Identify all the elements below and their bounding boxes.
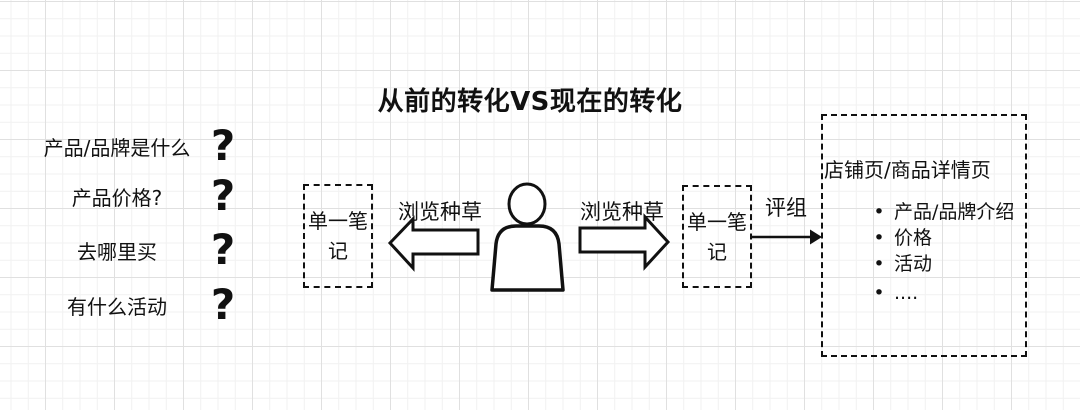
question-text: 产品价格? [71, 185, 163, 210]
question-mark-icon: ? [210, 171, 236, 220]
list-item-text: 活动 [894, 253, 933, 275]
list-item-text: 价格 [894, 227, 933, 249]
list-item: • 价格 [871, 225, 1014, 251]
question-mark-icon: ? [210, 225, 236, 274]
detail-box: 店铺页/商品详情页 • 产品/品牌介绍 • 价格 • 活动 • .... [821, 114, 1027, 357]
question-row: 去哪里买 ? [30, 226, 242, 274]
question-text: 有什么活动 [67, 294, 167, 319]
right-arrow-label: 浏览种草 [580, 200, 664, 224]
question-text: 产品/品牌是什么 [43, 135, 191, 160]
note-box-left: 单一笔记 [303, 184, 373, 288]
list-item-text: .... [894, 282, 919, 304]
detail-bullet-list: • 产品/品牌介绍 • 价格 • 活动 • .... [871, 199, 1014, 306]
bullet-icon: • [873, 253, 885, 275]
list-item: • 活动 [871, 251, 1014, 277]
list-item-text: 产品/品牌介绍 [894, 201, 1015, 223]
bullet-icon: • [873, 282, 885, 304]
diagram-title: 从前的转化VS现在的转化 [377, 87, 683, 117]
question-row: 产品/品牌是什么 ? [30, 122, 242, 170]
bullet-icon: • [873, 227, 885, 249]
question-mark-icon: ? [210, 280, 236, 329]
left-arrow-label: 浏览种草 [398, 200, 482, 224]
note-box-right: 单一笔记 [682, 185, 752, 288]
question-text: 去哪里买 [77, 239, 157, 264]
bullet-icon: • [873, 201, 885, 223]
arrow-left-icon [387, 215, 480, 272]
question-mark-icon: ? [210, 121, 236, 170]
person-icon [490, 182, 565, 292]
review-arrow-label: 评组 [765, 196, 807, 220]
thin-arrow-icon [750, 229, 822, 245]
list-item: • .... [871, 280, 1014, 306]
question-row: 产品价格? ? [30, 172, 242, 220]
list-item: • 产品/品牌介绍 [871, 199, 1014, 225]
question-row: 有什么活动 ? [30, 281, 242, 329]
detail-box-title: 店铺页/商品详情页 [824, 158, 991, 182]
